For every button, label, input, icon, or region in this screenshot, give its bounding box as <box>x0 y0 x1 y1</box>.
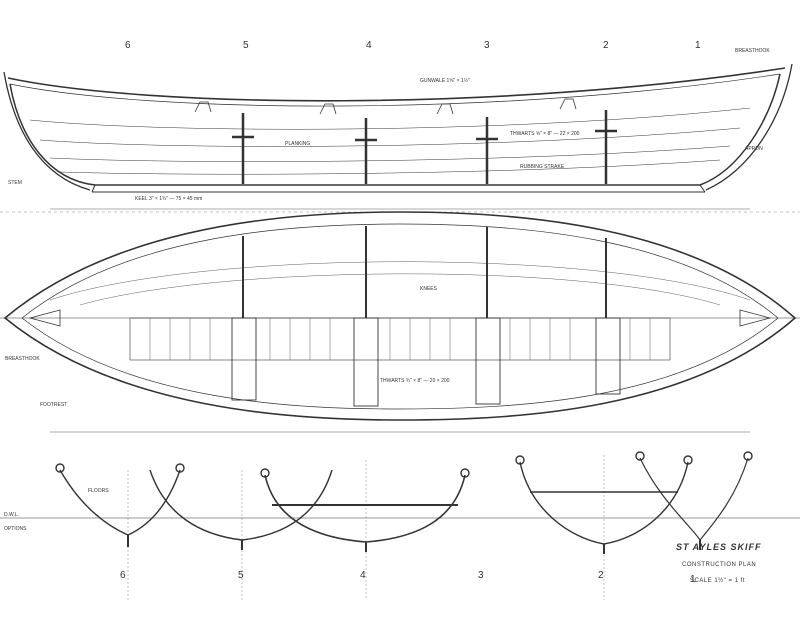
station-label: 2 <box>598 570 604 581</box>
options-label: OPTIONS <box>4 526 27 532</box>
keel-label: KEEL 3" × 1¾" — 75 × 45 mm <box>135 196 202 202</box>
breasthook-label: BREASTHOOK <box>735 48 770 54</box>
profile-annotations: KEEL 3" × 1¾" — 75 × 45 mm THWARTS ⅝" × … <box>8 48 770 202</box>
station-numbers-bottom: 6 5 4 3 2 1 <box>120 570 696 585</box>
section-annotations: FLOORS D.W.L. OPTIONS <box>4 488 109 532</box>
planking-label: PLANKING <box>285 141 310 147</box>
station-label: 3 <box>478 570 484 581</box>
profile-view <box>0 63 800 213</box>
floors-label: FLOORS <box>88 488 109 494</box>
title-block: ST AYLES SKIFF CONSTRUCTION PLAN SCALE 1… <box>676 542 762 584</box>
footrest-label: FOOTREST <box>40 402 67 408</box>
station-label: 4 <box>366 40 372 51</box>
apron-label: APRON <box>745 146 763 152</box>
drawing-subtitle: CONSTRUCTION PLAN <box>682 562 756 568</box>
drawing-title: ST AYLES SKIFF <box>676 542 762 552</box>
drawing-scale: SCALE 1½" = 1 ft <box>690 577 745 584</box>
body-sections <box>0 451 800 600</box>
station-label: 1 <box>690 574 696 585</box>
stem-label: STEM <box>8 180 22 186</box>
station-label: 5 <box>238 570 244 581</box>
station-label: 3 <box>484 40 490 51</box>
station-label: 5 <box>243 40 249 51</box>
station-label: 6 <box>120 570 126 581</box>
plan-view <box>0 211 800 433</box>
gunwale-label: GUNWALE 1⅝" × 1½" <box>420 77 470 84</box>
station-numbers-top: 6 5 4 3 2 1 <box>125 40 701 51</box>
dwl-label: D.W.L. <box>4 512 19 518</box>
station-label: 6 <box>125 40 131 51</box>
thwarts-label: THWARTS ⅝" × 8" — 22 × 200 <box>510 131 580 137</box>
station-label: 2 <box>603 40 609 51</box>
plan-annotations: THWARTS ¾" × 8" — 20 × 200 FOOTREST KNEE… <box>5 286 450 408</box>
knees-label: KNEES <box>420 286 438 292</box>
station-label: 1 <box>695 40 701 51</box>
plan-breasthook-label: BREASTHOOK <box>5 356 40 362</box>
plan-thwarts-label: THWARTS ¾" × 8" — 20 × 200 <box>380 378 450 384</box>
rubbing-strake-label: RUBBING STRAKE <box>520 164 565 170</box>
station-label: 4 <box>360 570 366 581</box>
